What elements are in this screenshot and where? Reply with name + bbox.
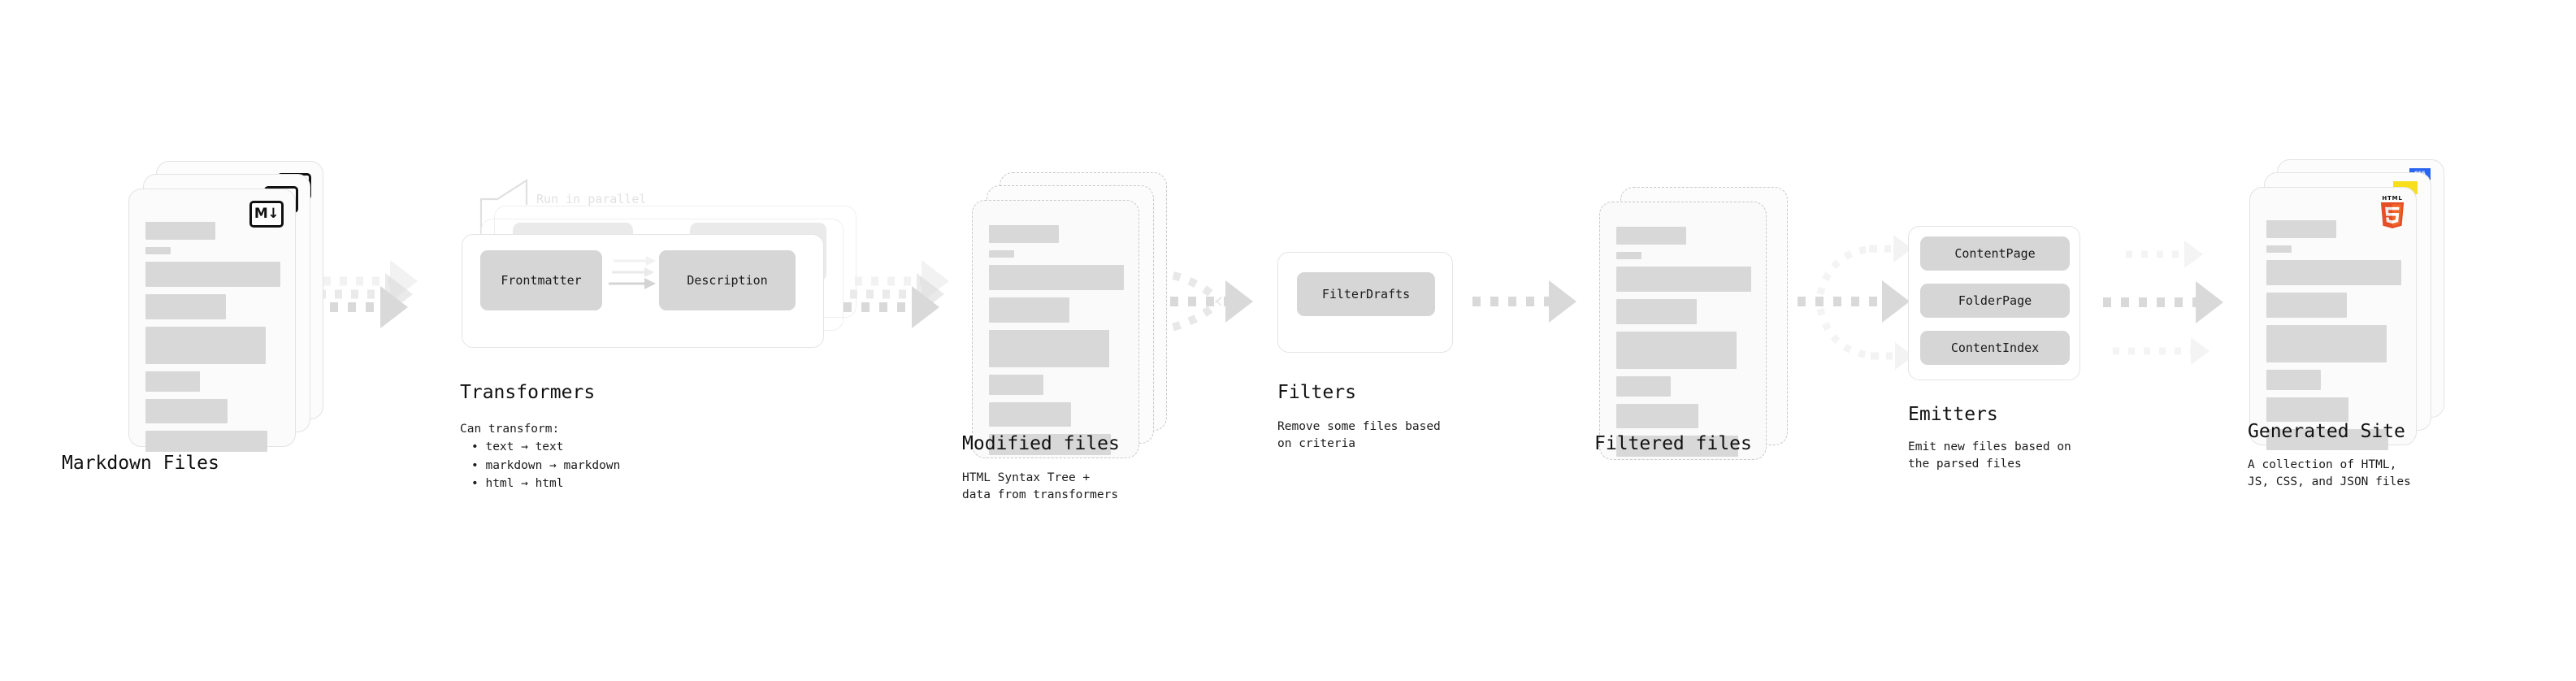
filters-description: Remove some files based on criteria (1277, 420, 1441, 450)
transformers-description: Can transform: • text → text• markdown →… (460, 423, 621, 491)
filter-chip-filterdrafts[interactable]: FilterDrafts (1297, 272, 1435, 316)
modified-card-skeleton (989, 225, 1124, 462)
filters-title: Filters (1277, 382, 1356, 403)
run-in-parallel-bracket (479, 178, 528, 236)
transformer-chip-description[interactable]: Description (659, 250, 796, 310)
html5-shield-glyph (2380, 202, 2405, 228)
transformer-inner-arrows (609, 256, 656, 289)
filtered-card-front (1599, 202, 1767, 460)
generated-site-description: A collection of HTML, JS, CSS, and JSON … (2248, 458, 2411, 488)
emitters-title: Emitters (1908, 404, 1998, 425)
emitters-panel: ContentPage FolderPage ContentIndex (1908, 226, 2080, 380)
emitters-description: Emit new files based on the parsed files (1908, 440, 2071, 471)
markdown-card-front: M↓ (128, 189, 296, 452)
connector-filters-to-filtered (1472, 280, 1576, 323)
generated-site-title: Generated Site (2248, 421, 2405, 442)
filtered-files-title: Filtered files (1594, 433, 1752, 454)
emitter-chip-folderpage[interactable]: FolderPage (1920, 284, 2070, 318)
markdown-icon: M↓ (249, 201, 284, 228)
connector-transformers-to-modified (843, 260, 949, 328)
markdown-card-skeleton (145, 222, 280, 459)
generated-card-skeleton (2266, 220, 2401, 458)
markdown-files-title: Markdown Files (62, 453, 219, 474)
filtered-card-skeleton (1616, 227, 1751, 464)
modified-files-title: Modified files (962, 433, 1120, 454)
emitter-chip-contentindex[interactable]: ContentIndex (1920, 331, 2070, 365)
generated-card-front-html: HTML (2249, 187, 2417, 450)
connector-md-to-transformers (312, 260, 418, 328)
modified-card-front (972, 200, 1139, 458)
transformers-panel-front: Frontmatter Description (462, 234, 824, 348)
transformer-chip-frontmatter[interactable]: Frontmatter (480, 250, 602, 310)
connector-filtered-to-emitters (1780, 235, 1914, 370)
run-in-parallel-label: Run in parallel (536, 192, 647, 206)
connector-emitters-to-site (2103, 241, 2223, 365)
html5-icon: HTML (2379, 196, 2406, 228)
connector-modified-to-filters (1134, 269, 1253, 334)
transformers-title: Transformers (460, 382, 596, 403)
modified-files-description: HTML Syntax Tree + data from transformer… (962, 471, 1119, 501)
emitter-chip-contentpage[interactable]: ContentPage (1920, 236, 2070, 271)
filters-panel: FilterDrafts (1277, 252, 1453, 353)
